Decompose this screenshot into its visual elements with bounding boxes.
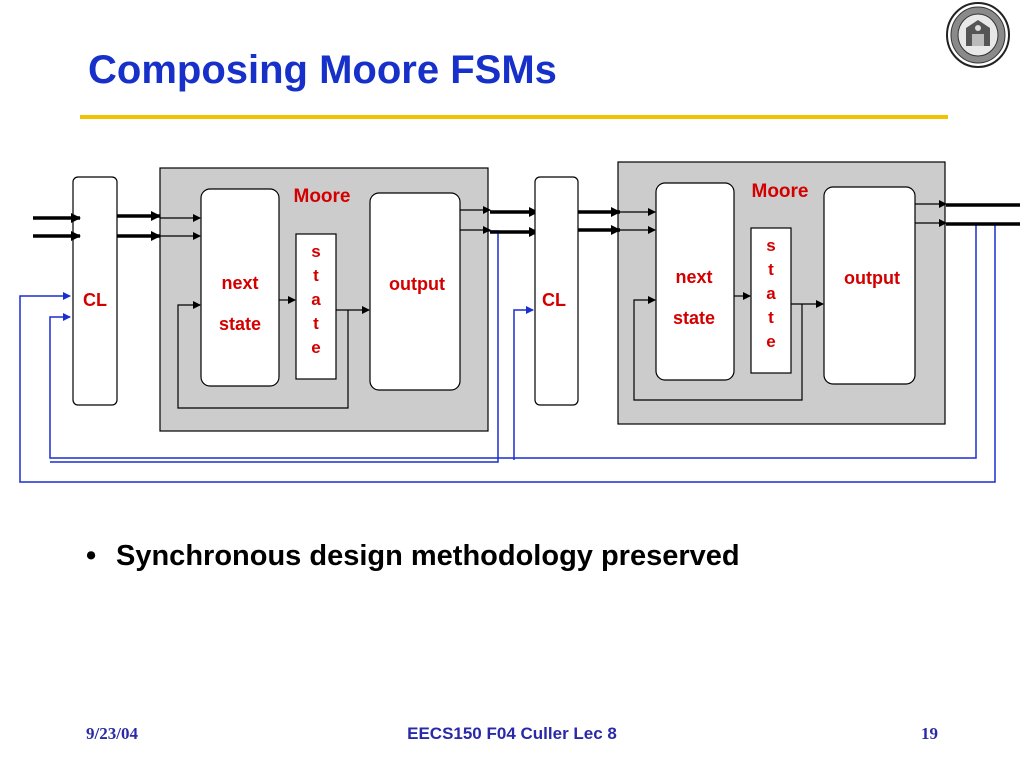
- state-feedback-wire-1: [177, 301, 349, 409]
- state-label-1-t2: t: [313, 314, 319, 333]
- state-label-1-e: e: [311, 338, 320, 357]
- cl-block-2: [534, 176, 579, 406]
- state-label-2-t2: t: [768, 308, 774, 327]
- feedback-wire-outer: [19, 224, 996, 483]
- cl-label-2: CL: [542, 290, 566, 310]
- state-feedback-wire-2: [633, 296, 803, 401]
- next-state-label-2a: next: [675, 267, 712, 287]
- slide-title: Composing Moore FSMs: [88, 48, 557, 92]
- next-state-block-2: [655, 182, 735, 381]
- cl-block-1: [72, 176, 118, 406]
- title-underline: [80, 115, 948, 119]
- moore-label-2: Moore: [752, 181, 809, 202]
- feedback-wire-stage2-inner: [513, 306, 534, 460]
- state-label-1-a: a: [311, 290, 321, 309]
- state-label-1-t: t: [313, 266, 319, 285]
- feedback-wire-inner: [49, 224, 977, 459]
- bullet-dot-icon: •: [86, 540, 97, 572]
- next-state-label-2b: state: [673, 308, 715, 328]
- state-register-2: [750, 227, 792, 374]
- output-block-1: [369, 192, 461, 391]
- footer-date: 9/23/04: [86, 724, 138, 743]
- next-state-label-1a: next: [221, 273, 258, 293]
- bullet-item: • Synchronous design methodology preserve…: [86, 540, 740, 573]
- footer-page-number: 19: [921, 724, 938, 743]
- state-label-2-e: e: [766, 332, 775, 351]
- output-label-1: output: [389, 274, 445, 294]
- cl-label-1: CL: [83, 290, 107, 310]
- moore-fsm-composition-diagram: CL Moore next state s t a t e output CL …: [19, 161, 1020, 483]
- moore-label-1: Moore: [294, 186, 351, 207]
- state-label-2-a: a: [766, 284, 776, 303]
- state-label-1-s: s: [311, 242, 320, 261]
- next-state-label-1b: state: [219, 314, 261, 334]
- state-label-2-t: t: [768, 260, 774, 279]
- output-block-2: [823, 186, 916, 385]
- university-seal-icon: [946, 2, 1010, 68]
- footer-course: EECS150 F04 Culler Lec 8: [407, 724, 617, 743]
- bullet-text: Synchronous design methodology preserved: [116, 540, 740, 572]
- next-state-block-1: [200, 188, 280, 387]
- state-register-1: [295, 233, 337, 380]
- state-label-2-s: s: [766, 236, 775, 255]
- output-label-2: output: [844, 268, 900, 288]
